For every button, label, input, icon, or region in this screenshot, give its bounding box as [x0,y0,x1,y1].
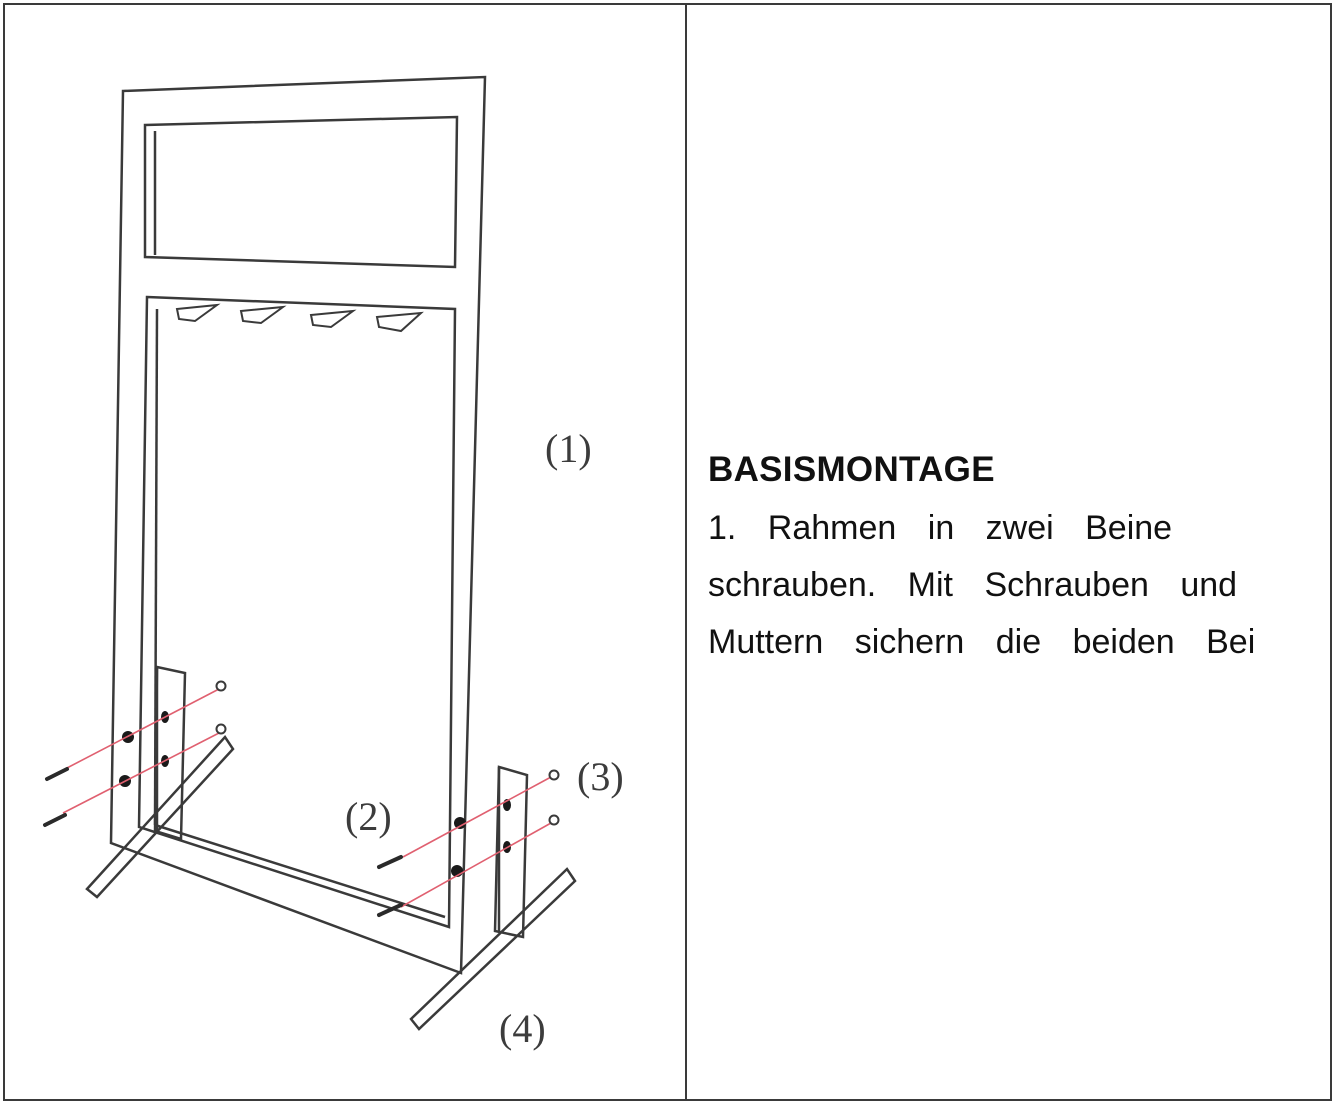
instructions-panel: BASISMONTAGE 1. Rahmen in zwei Beine sch… [708,448,1334,671]
callout-part-1: (1) [545,426,592,471]
right-leg-upright [493,765,529,939]
frame-top-window [143,115,459,269]
hooks [175,303,424,333]
table-border [3,3,1332,1101]
assembly-guides [62,688,552,908]
column-divider [685,3,687,1101]
instruction-line: 1. Rahmen in zwei Beine [708,509,1173,547]
frame-outer [109,75,487,975]
bolts [43,767,403,917]
nuts [215,680,560,826]
callout-part-3: (3) [577,754,624,799]
right-foot [409,867,577,1031]
left-leg-upright [153,665,187,841]
assembly-diagram: (1) (2) (3) (4) [5,5,685,1099]
instruction-line: Muttern sichern die beiden Bei [708,623,1256,661]
left-foot [85,734,235,899]
frame-lower-window [137,295,457,929]
callout-part-4: (4) [499,1006,546,1051]
frame-illustration [43,75,577,1031]
section-heading: BASISMONTAGE [708,450,995,489]
instruction-line: schrauben. Mit Schrauben und [708,566,1238,604]
callout-part-2: (2) [345,794,392,839]
leg-holes [119,711,511,877]
